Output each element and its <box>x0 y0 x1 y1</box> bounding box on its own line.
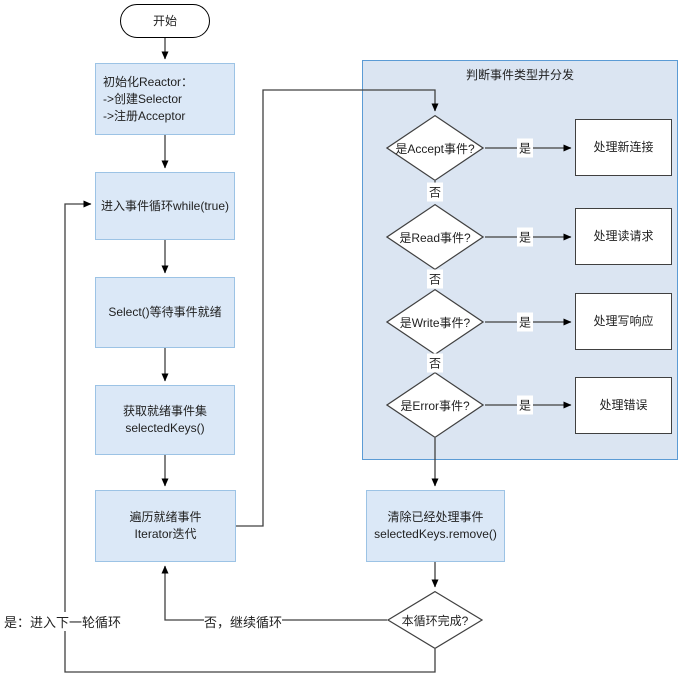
start-terminator: 开始 <box>120 4 210 38</box>
write-decision-label: 是Write事件? <box>399 315 471 330</box>
clear-processed-events-box: 清除已经处理事件 selectedKeys.remove() <box>366 490 505 562</box>
edge-label-error-yes: 是 <box>516 395 534 415</box>
edge-label-accept-no: 否 <box>426 182 444 202</box>
iterate-line2: Iterator迭代 <box>134 527 197 541</box>
edge-label-write-no: 否 <box>426 353 444 373</box>
clear-line1: 清除已经处理事件 <box>387 510 484 524</box>
select-wait-label: Select()等待事件就绪 <box>108 305 222 319</box>
get-ready-keys-box: 获取就绪事件集 selectedKeys() <box>95 385 235 455</box>
accept-decision-diamond: 是Accept事件? <box>386 115 484 181</box>
get-keys-line2: selectedKeys() <box>125 421 205 435</box>
init-line2: ->创建Selector <box>103 91 183 106</box>
edge-label-yes-next-round: 是：进入下一轮循环 <box>4 612 122 631</box>
edge-label-no-continue-loop: 否，继续循环 <box>204 612 283 631</box>
get-keys-line1: 获取就绪事件集 <box>122 404 207 418</box>
edge-label-read-yes: 是 <box>516 227 534 247</box>
event-loop-label: 进入事件循环while(true) <box>100 198 230 213</box>
handle-write-label: 处理写响应 <box>593 314 654 328</box>
clear-line2: selectedKeys.remove() <box>374 527 497 541</box>
loop-done-decision-diamond: 本循环完成? <box>387 591 483 649</box>
handle-new-connection-box: 处理新连接 <box>575 119 672 176</box>
handle-error-label: 处理错误 <box>599 398 648 412</box>
handle-write-response-box: 处理写响应 <box>575 293 672 350</box>
read-decision-label: 是Read事件? <box>399 230 471 245</box>
loop-done-label: 本循环完成? <box>401 613 469 628</box>
event-loop-box: 进入事件循环while(true) <box>95 172 235 240</box>
select-wait-box: Select()等待事件就绪 <box>95 277 235 348</box>
handle-error-box: 处理错误 <box>575 377 672 434</box>
edge-label-accept-yes: 是 <box>516 138 534 158</box>
start-label: 开始 <box>152 13 177 28</box>
edge-label-write-yes: 是 <box>516 312 534 332</box>
init-reactor-box: 初始化Reactor： ->创建Selector ->注册Acceptor <box>95 63 235 135</box>
init-line1: 初始化Reactor： <box>103 74 194 89</box>
handle-accept-label: 处理新连接 <box>593 140 654 154</box>
handle-read-request-box: 处理读请求 <box>575 208 672 265</box>
dispatch-container-title: 判断事件类型并分发 <box>465 68 574 82</box>
edge-label-read-no: 否 <box>426 269 444 289</box>
write-decision-diamond: 是Write事件? <box>386 289 484 355</box>
read-decision-diamond: 是Read事件? <box>386 204 484 270</box>
error-decision-label: 是Error事件? <box>400 398 470 413</box>
init-line3: ->注册Acceptor <box>103 108 186 123</box>
error-decision-diamond: 是Error事件? <box>386 372 484 438</box>
iterate-events-box: 遍历就绪事件 Iterator迭代 <box>95 490 236 562</box>
handle-read-label: 处理读请求 <box>593 229 654 243</box>
accept-decision-label: 是Accept事件? <box>395 141 475 156</box>
iterate-line1: 遍历就绪事件 <box>129 510 202 524</box>
